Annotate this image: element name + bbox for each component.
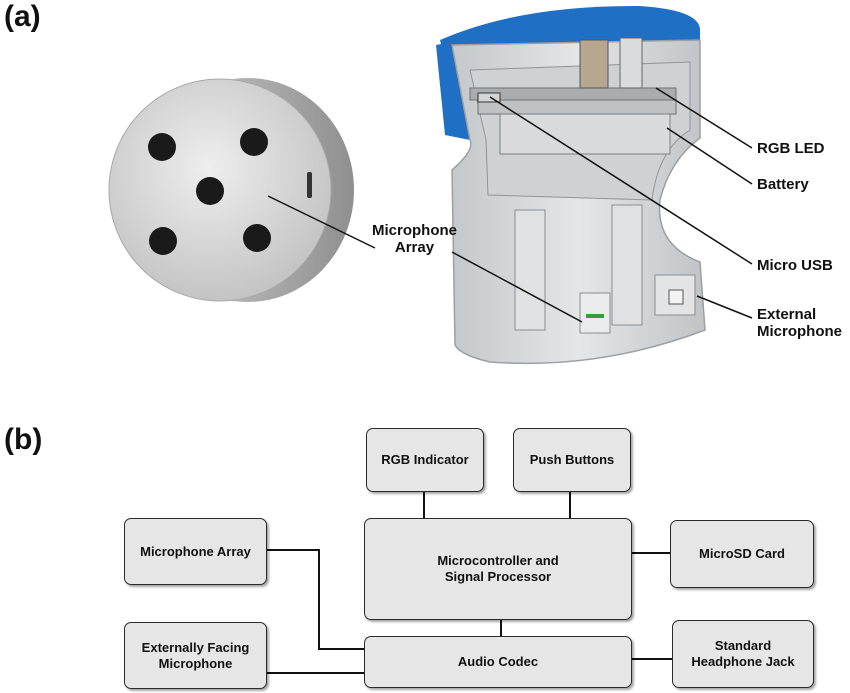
callout-line-battery xyxy=(666,127,753,185)
block-label: Microphone Array xyxy=(140,543,251,559)
block-microsd-card: MicroSD Card xyxy=(670,520,814,588)
block-microphone-array: Microphone Array xyxy=(124,518,267,585)
callout-battery: Battery xyxy=(757,176,809,193)
block-push-buttons: Push Buttons xyxy=(513,428,631,492)
callout-rgb-led: RGB LED xyxy=(757,140,825,157)
side-port xyxy=(307,172,312,198)
callout-line-mic-array-front xyxy=(267,195,376,249)
external-mic-chip xyxy=(668,289,684,305)
connector-mcu-to-sd xyxy=(632,552,670,554)
connector-mcu-to-codec xyxy=(500,620,502,636)
connector-buttons-to-mcu xyxy=(569,492,571,519)
block-label: Externally Facing Microphone xyxy=(141,639,250,671)
pcb-board-lower xyxy=(477,99,677,115)
device-cutaway-view xyxy=(436,5,706,365)
led-lightpipe xyxy=(579,39,609,89)
mic-array-chamber xyxy=(579,292,611,334)
mic-hole-icon xyxy=(149,227,177,255)
push-button-stem xyxy=(619,37,643,89)
device-front-view xyxy=(108,78,354,302)
usb-port xyxy=(477,92,501,103)
mic-hole-icon xyxy=(243,224,271,252)
block-label: Standard Headphone Jack xyxy=(691,638,795,669)
block-label: Audio Codec xyxy=(457,654,539,669)
block-external-microphone: Externally Facing Microphone xyxy=(124,622,267,689)
callout-lines xyxy=(267,87,753,323)
callout-micro-usb: Micro USB xyxy=(757,257,833,274)
callout-external-microphone: External Microphone xyxy=(757,306,842,340)
block-label: MicroSD Card xyxy=(699,546,785,561)
connector-micarray-to-codec xyxy=(318,648,364,650)
callout-line-micro-usb xyxy=(489,96,753,265)
connector-micarray-v xyxy=(318,549,320,650)
panel-label-a: (a) xyxy=(4,0,41,33)
mic-hole-icon xyxy=(196,177,224,205)
block-label: Push Buttons xyxy=(529,452,615,467)
connector-extmic-to-codec xyxy=(267,672,364,674)
callout-line-external-mic xyxy=(696,295,753,319)
screw-post xyxy=(514,209,546,331)
mic-hole-icon xyxy=(240,128,268,156)
block-microcontroller: Microcontroller and Signal Processor xyxy=(364,518,632,620)
callout-line-mic-array-cutaway xyxy=(451,251,583,323)
block-label: RGB Indicator xyxy=(381,452,469,467)
connector-micarray-h xyxy=(267,549,320,551)
mic-hole-icon xyxy=(148,133,176,161)
callout-microphone-array: Microphone Array xyxy=(372,222,457,256)
screw-post xyxy=(611,204,643,326)
connector-rgb-to-mcu xyxy=(423,492,425,519)
pcb-board xyxy=(469,87,677,101)
block-rgb-indicator: RGB Indicator xyxy=(366,428,484,492)
block-headphone-jack: Standard Headphone Jack xyxy=(672,620,814,688)
connector-codec-to-jack xyxy=(632,658,672,660)
callout-line-rgb-led xyxy=(655,87,753,149)
mic-chip xyxy=(586,314,604,318)
panel-label-b: (b) xyxy=(4,423,43,456)
block-label: Microcontroller and Signal Processor xyxy=(437,553,559,584)
block-audio-codec: Audio Codec xyxy=(364,636,632,688)
